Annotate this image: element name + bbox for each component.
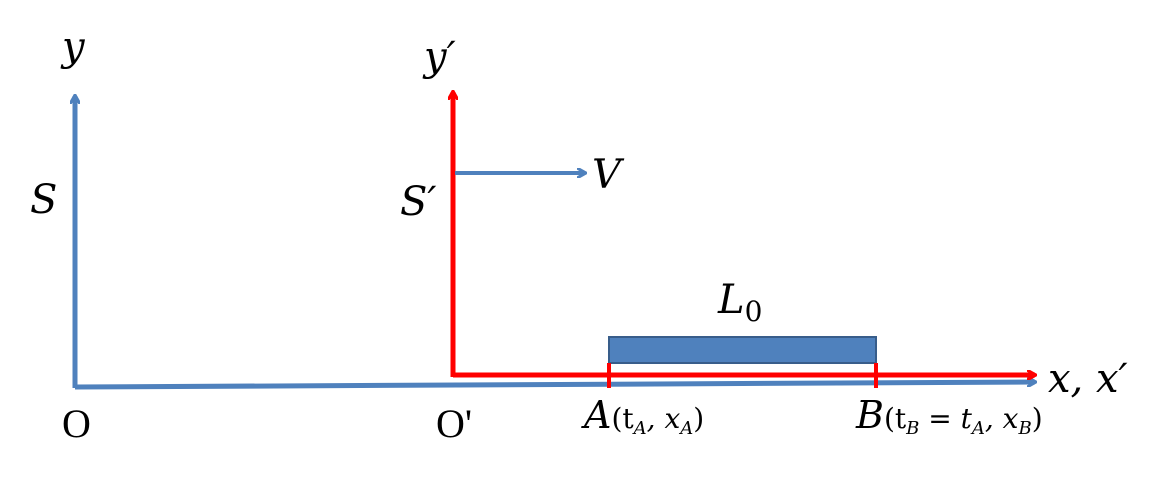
rod-length-label: L0	[717, 277, 762, 328]
y-axis-label: y	[60, 24, 86, 70]
rod	[608, 336, 877, 364]
frame-s-label: S	[30, 177, 57, 223]
x-axis-label: x, x′	[1048, 356, 1128, 402]
s-x-axis	[74, 382, 1035, 390]
point-b-label: B(tB = tA, xB)	[855, 393, 1043, 439]
velocity-label: V	[592, 152, 625, 198]
point-a-label: A(tA, xA)	[581, 393, 704, 439]
y-prime-axis-label: y′	[422, 34, 456, 80]
origin-o-label: O	[62, 401, 91, 446]
frame-s-prime-label: S′	[400, 179, 436, 225]
origin-o-prime-label: O'	[436, 401, 472, 446]
